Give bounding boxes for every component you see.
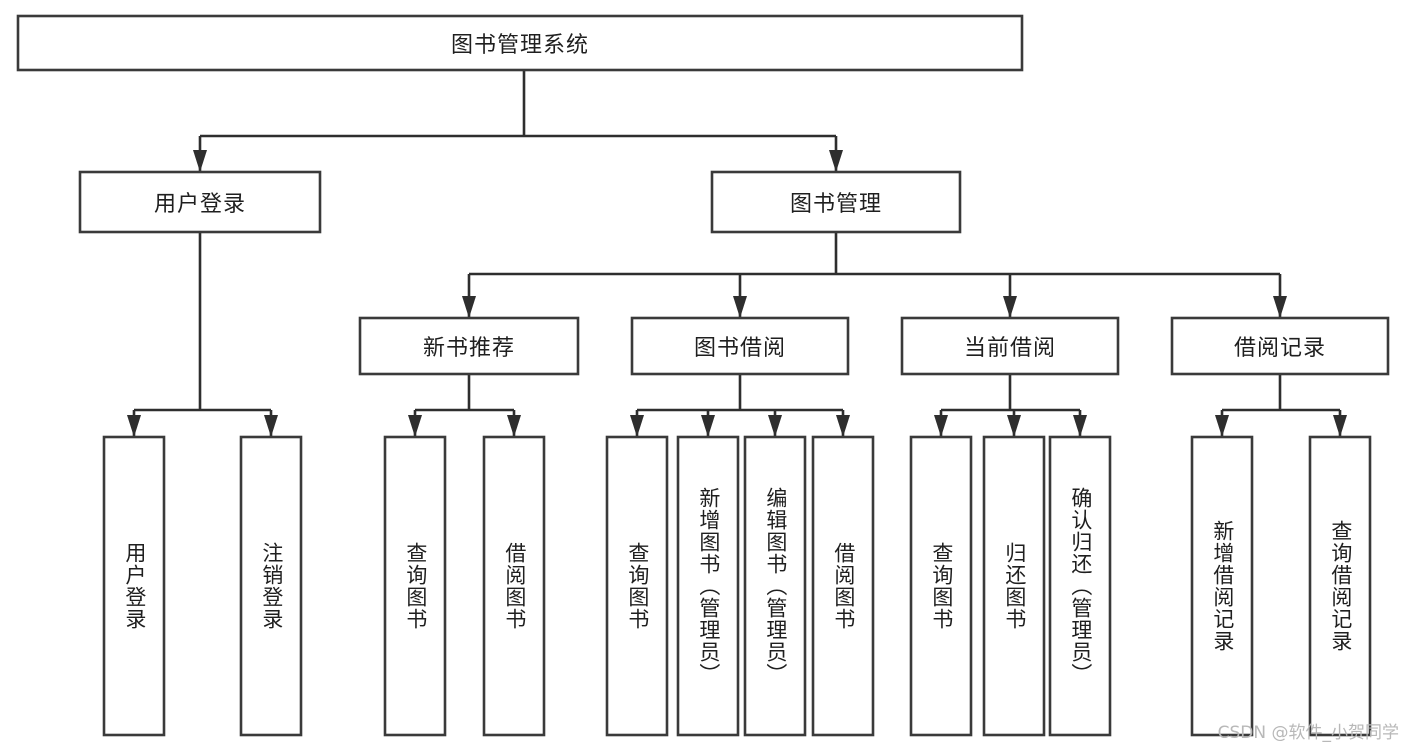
arrow-icon-查询图书: [630, 415, 644, 437]
arrow-icon-用户登录: [127, 415, 141, 437]
arrow-icon-查询借阅记录: [1333, 415, 1347, 437]
node-box-图书借阅[interactable]: [630, 316, 850, 376]
arrow-icon-图书管理: [829, 150, 843, 172]
connector-layer: [127, 70, 1347, 437]
node-box-查询图书[interactable]: [909, 435, 973, 737]
node-box-借阅记录[interactable]: [1170, 316, 1390, 376]
arrow-icon-新增图书管理员: [701, 415, 715, 437]
node-box-新增借阅记录[interactable]: [1190, 435, 1254, 737]
node-box-当前借阅[interactable]: [900, 316, 1120, 376]
node-box-图书管理系统[interactable]: [16, 14, 1024, 72]
node-box-借阅图书[interactable]: [811, 435, 875, 737]
arrow-icon-查询图书: [408, 415, 422, 437]
arrow-icon-新书推荐: [462, 296, 476, 318]
node-box-确认归还管理员[interactable]: [1048, 435, 1112, 737]
arrow-icon-当前借阅: [1003, 296, 1017, 318]
arrow-icon-编辑图书管理员: [768, 415, 782, 437]
arrow-icon-用户登录: [193, 150, 207, 172]
arrow-icon-图书借阅: [733, 296, 747, 318]
arrow-icon-归还图书: [1007, 415, 1021, 437]
node-box-查询图书[interactable]: [605, 435, 669, 737]
arrow-icon-查询图书: [934, 415, 948, 437]
node-box-图书管理[interactable]: [710, 170, 962, 234]
node-box-新书推荐[interactable]: [358, 316, 580, 376]
arrow-icon-确认归还管理员: [1073, 415, 1087, 437]
node-box-查询图书[interactable]: [383, 435, 447, 737]
node-layer: [16, 14, 1390, 737]
node-box-查询借阅记录[interactable]: [1308, 435, 1372, 737]
node-box-借阅图书[interactable]: [482, 435, 546, 737]
arrow-icon-新增借阅记录: [1215, 415, 1229, 437]
node-box-编辑图书管理员[interactable]: [743, 435, 807, 737]
arrow-icon-借阅图书: [836, 415, 850, 437]
node-box-用户登录[interactable]: [102, 435, 166, 737]
arrow-icon-借阅记录: [1273, 296, 1287, 318]
arrow-icon-注销登录: [264, 415, 278, 437]
node-box-新增图书管理员[interactable]: [676, 435, 740, 737]
arrow-icon-借阅图书: [507, 415, 521, 437]
node-box-用户登录[interactable]: [78, 170, 322, 234]
node-box-归还图书[interactable]: [982, 435, 1046, 737]
node-box-注销登录[interactable]: [239, 435, 303, 737]
